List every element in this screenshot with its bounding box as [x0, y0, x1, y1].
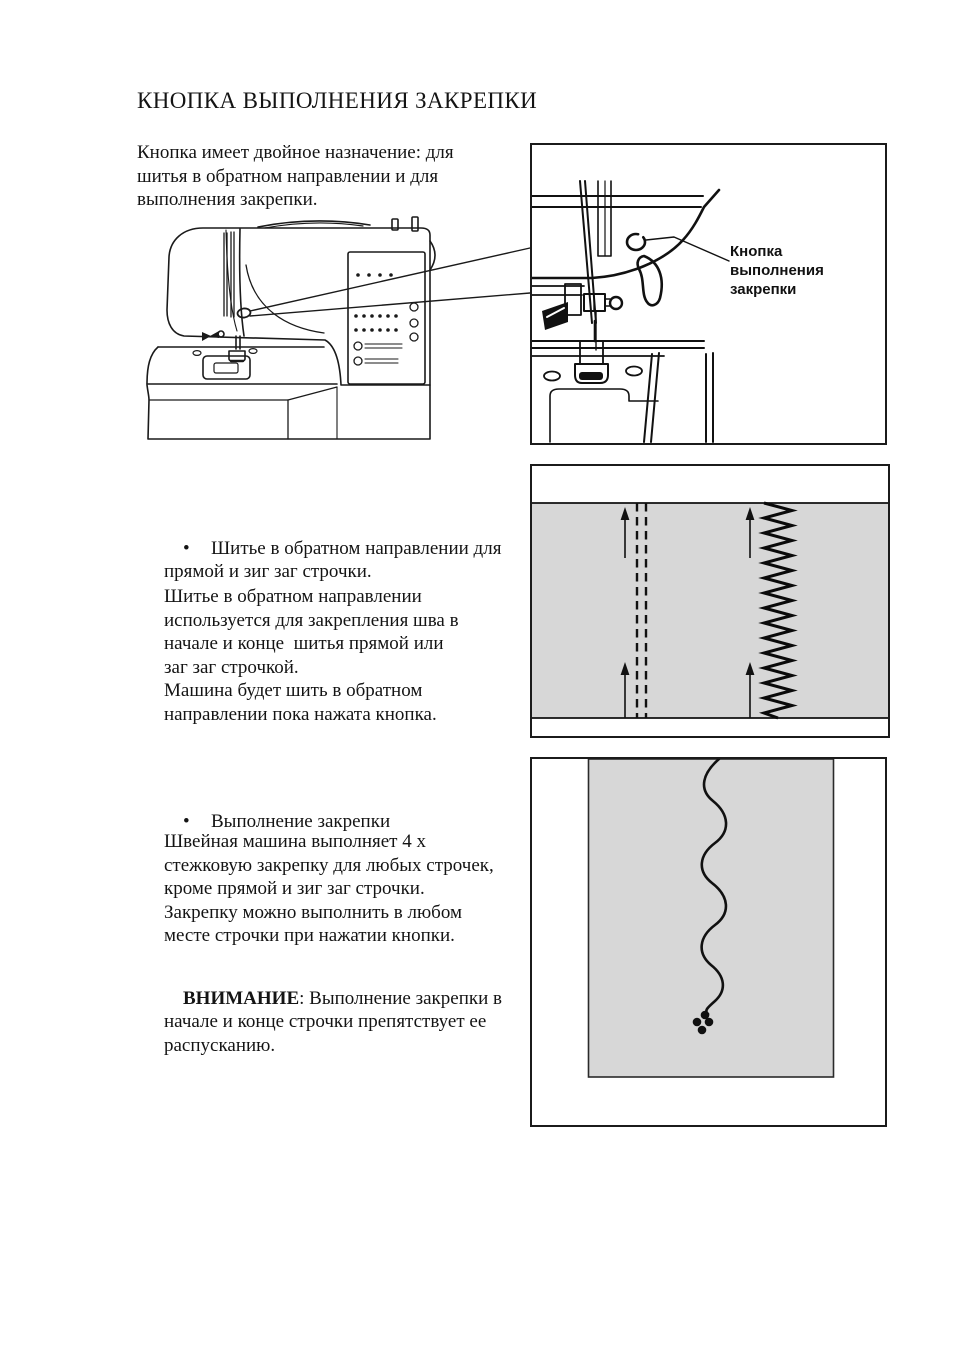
intro-paragraph: Кнопка имеет двойное назначение: для шит…: [137, 142, 454, 210]
bullet-icon: •: [183, 810, 190, 832]
tack-figure-box: [530, 757, 887, 1127]
closeup-lever: [636, 254, 664, 307]
tack-heading: Выполнение закрепки: [211, 810, 391, 832]
warning-label: ВНИМАНИЕ: [183, 987, 300, 1009]
straight-stitch: [635, 503, 648, 718]
closeup-machine-arm: [532, 188, 721, 280]
closeup-button: [625, 232, 730, 262]
bullet-item-tack: • Выполнение закрепки: [164, 786, 554, 857]
callout-label: Кнопка выполнения закрепки: [730, 243, 824, 298]
warning-paragraph: ВНИМАНИЕ: Выполнение закрепки в начале и…: [164, 963, 554, 1081]
closeup-clamp: [532, 283, 624, 330]
control-panel: [347, 251, 426, 385]
thread-path: [223, 229, 238, 332]
reverse-paragraph: Шитье в обратном направлении используетс…: [164, 586, 459, 725]
zigzag-stitch: [758, 501, 798, 720]
fabric-swatch: [587, 759, 835, 1078]
stitch-direction-figure-box: [530, 464, 890, 738]
closeup-bed: [532, 340, 714, 443]
page-title: КНОПКА ВЫПОЛНЕНИЯ ЗАКРЕПКИ: [137, 88, 538, 113]
fabric-area: [532, 503, 888, 718]
needle-closeup-illustration: [532, 180, 730, 443]
wavy-stitch-line: [700, 759, 728, 1016]
bullet-item-reverse: •Шитье в обратном направлении для прямой…: [164, 513, 554, 607]
closeup-needle-foot: [574, 310, 609, 384]
stitch-direction-illustration: [532, 501, 888, 720]
callout-lines: [236, 247, 531, 319]
bullet-icon: •: [183, 537, 190, 559]
tack-paragraph: Швейная машина выполняет 4 х стежковую з…: [164, 831, 494, 946]
reverse-heading: Шитье в обратном направлении для прямой …: [164, 537, 502, 583]
sewing-machine-illustration: [146, 216, 531, 440]
machine-body: [166, 216, 436, 386]
callout-figure-box: Кнопка выполнения закрепки: [530, 143, 887, 445]
tack-dots: [692, 1010, 714, 1035]
direction-arrows: [620, 507, 755, 718]
tack-stitch-illustration: [587, 759, 835, 1078]
warning-text: : Выполнение закрепки в начале и конце с…: [164, 987, 503, 1056]
bed-and-base: [146, 346, 431, 440]
